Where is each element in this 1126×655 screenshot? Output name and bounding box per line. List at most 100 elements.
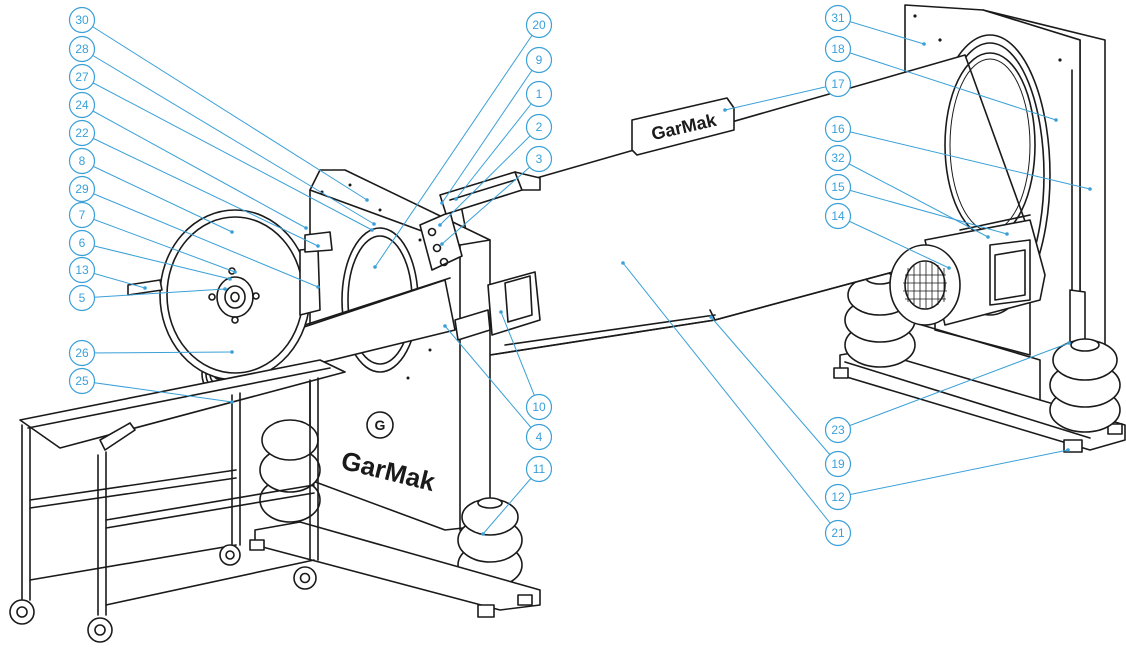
callout-bubble [824,416,852,444]
callout-17: 17 [723,70,852,112]
leader-endpoint [370,228,374,232]
callout-11: 11 [481,455,553,536]
leader-line [81,214,236,273]
callout-32: 32 [824,144,990,239]
leader-endpoint [723,108,727,112]
leader-endpoint [986,235,990,239]
leader-endpoint [1005,232,1009,236]
callout-19: 19 [709,315,852,478]
callout-bubble [68,147,96,175]
leader-endpoint [454,197,458,201]
callout-bubble [525,393,553,421]
cutting-disc [127,209,333,381]
callout-bubble [824,35,852,63]
callout-bubble [68,63,96,91]
leader-line [81,288,226,299]
callout-2: 2 [438,113,553,227]
leader-line [837,449,1069,498]
leader-endpoint [1067,341,1071,345]
callout-12: 12 [824,448,1070,511]
callout-bubble [68,175,96,203]
callout-number: 17 [831,77,845,91]
leader-line [455,93,540,200]
leader-line [81,19,368,201]
callout-bubble [68,367,96,395]
callout-number: 21 [831,526,845,540]
callout-number: 9 [536,53,543,67]
side-logo-letter: G [375,417,386,433]
callout-bubble [68,339,96,367]
callout-4: 4 [443,324,553,451]
callout-number: 14 [831,209,845,223]
leader-endpoint [440,201,444,205]
callout-bubble [68,284,96,312]
callout-24: 24 [68,91,308,230]
callout-bubble [525,423,553,451]
callout-9: 9 [440,46,553,205]
callout-number: 31 [831,11,845,25]
leader-endpoint [621,261,625,265]
callout-13: 13 [68,256,147,290]
callout-25: 25 [68,367,234,404]
callout-number: 3 [536,152,543,166]
callout-28: 28 [68,35,376,226]
leader-endpoint [223,287,227,291]
left-base-frame [249,521,541,618]
leader-endpoint [373,265,377,269]
callout-number: 4 [536,430,543,444]
leader-endpoint [233,270,237,274]
callout-27: 27 [68,63,374,232]
callout-15: 15 [824,173,1009,236]
callout-5: 5 [68,284,227,312]
callout-bubble [824,144,852,172]
callout-number: 22 [75,126,89,140]
callout-30: 30 [68,6,369,202]
leader-line [81,48,375,225]
callout-1: 1 [454,80,553,201]
top-brand-plate: GarMak [631,97,735,156]
leader-line [837,342,1070,431]
leader-endpoint [1088,187,1092,191]
callout-number: 16 [831,122,845,136]
callout-number: 27 [75,70,89,84]
callout-bubble [525,11,553,39]
callout-layer: 3028272422829761352625209123104113118171… [68,4,1092,547]
leader-endpoint [922,42,926,46]
leader-endpoint [709,315,713,319]
leader-line [441,59,540,204]
leader-endpoint [481,532,485,536]
callout-number: 6 [79,236,86,250]
leader-line [500,311,540,408]
leader-endpoint [443,324,447,328]
leader-endpoint [316,285,320,289]
leader-line [837,17,925,45]
leader-line [81,351,233,354]
leader-line [710,316,839,465]
callout-bubble [525,80,553,108]
leader-endpoint [438,223,442,227]
callout-8: 8 [68,147,234,234]
callout-number: 10 [532,400,546,414]
callout-number: 11 [533,462,546,476]
leader-line [837,48,1057,121]
callout-number: 13 [75,263,89,277]
callout-bubble [68,91,96,119]
callout-bubble [824,483,852,511]
callout-bubble [824,173,852,201]
leader-endpoint [230,400,234,404]
leader-line [81,242,231,280]
callout-23: 23 [824,341,1071,444]
callout-18: 18 [824,35,1058,122]
leader-endpoint [947,266,951,270]
callout-31: 31 [824,4,926,46]
leader-line [622,262,839,534]
leader-endpoint [365,198,369,202]
side-logo-circle [366,411,394,439]
callout-number: 25 [75,374,89,388]
callout-26: 26 [68,339,234,367]
leader-endpoint [230,230,234,234]
callout-number: 1 [536,87,543,101]
callout-bubble [525,145,553,173]
callout-bubble [68,6,96,34]
